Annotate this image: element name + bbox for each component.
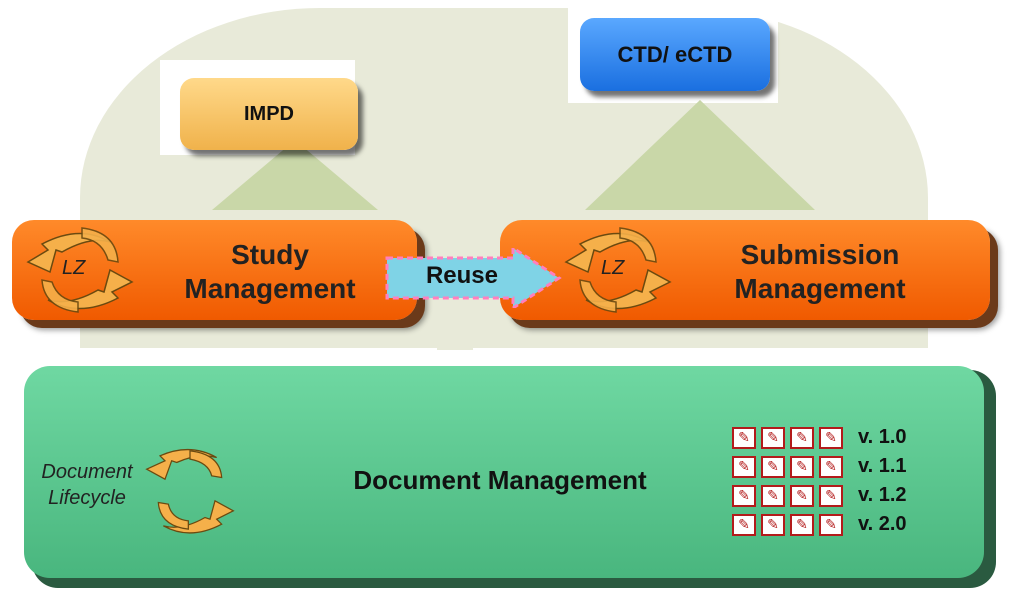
- version-label: v. 1.0: [858, 426, 907, 448]
- version-label: v. 1.1: [858, 455, 907, 477]
- pdf-document-icon: ✎: [790, 484, 814, 507]
- pdf-document-icon: ✎: [790, 426, 814, 449]
- lifecycle-line1: Document: [41, 461, 133, 483]
- study-management-label: Study Management: [170, 238, 370, 306]
- version-row: ✎ ✎ ✎ ✎ v. 1.1: [732, 455, 907, 478]
- ctd-label: CTD/ eCTD: [617, 41, 733, 67]
- impd-label: IMPD: [244, 102, 294, 125]
- cycle-arrows-icon: [564, 227, 672, 313]
- version-label: v. 2.0: [858, 513, 907, 535]
- pdf-document-icon: ✎: [819, 513, 843, 536]
- study-label-line2: Management: [184, 273, 356, 304]
- cycle-arrows-icon: [145, 448, 235, 534]
- pdf-document-icon: ✎: [790, 513, 814, 536]
- document-management-title: Document Management: [353, 465, 647, 495]
- pdf-document-icon: ✎: [819, 484, 843, 507]
- pdf-document-icon: ✎: [761, 426, 785, 449]
- ctd-connector-triangle: [585, 100, 815, 210]
- lz-label-submission: LZ: [601, 257, 625, 279]
- lz-label-study: LZ: [62, 257, 86, 279]
- reuse-label: Reuse: [425, 262, 499, 289]
- submission-label-line1: Submission: [740, 239, 900, 270]
- version-row: ✎ ✎ ✎ ✎ v. 1.2: [732, 484, 907, 507]
- pdf-document-icon: ✎: [761, 484, 785, 507]
- version-label: v. 1.2: [858, 484, 907, 506]
- pdf-document-icon: ✎: [819, 455, 843, 478]
- pdf-document-icon: ✎: [761, 455, 785, 478]
- impd-box: IMPD: [180, 78, 358, 150]
- pdf-document-icon: ✎: [819, 426, 843, 449]
- pdf-document-icon: ✎: [732, 426, 756, 449]
- cycle-arrows-icon: [26, 227, 134, 313]
- version-row: ✎ ✎ ✎ ✎ v. 2.0: [732, 513, 907, 536]
- submission-management-label: Submission Management: [690, 238, 950, 306]
- ctd-box: CTD/ eCTD: [580, 18, 770, 91]
- pdf-document-icon: ✎: [761, 513, 785, 536]
- pdf-document-icon: ✎: [732, 455, 756, 478]
- pdf-document-icon: ✎: [732, 513, 756, 536]
- study-label-line1: Study: [231, 239, 309, 270]
- submission-management-box: [500, 220, 990, 320]
- pdf-document-icon: ✎: [790, 455, 814, 478]
- pdf-document-icon: ✎: [732, 484, 756, 507]
- impd-connector-triangle: [212, 140, 378, 210]
- reuse-arrow: [385, 248, 562, 308]
- lifecycle-line2: Lifecycle: [48, 487, 126, 509]
- version-row: ✎ ✎ ✎ ✎ v. 1.0: [732, 426, 907, 449]
- document-lifecycle-label: Document Lifecycle: [22, 459, 152, 511]
- submission-label-line2: Management: [734, 273, 906, 304]
